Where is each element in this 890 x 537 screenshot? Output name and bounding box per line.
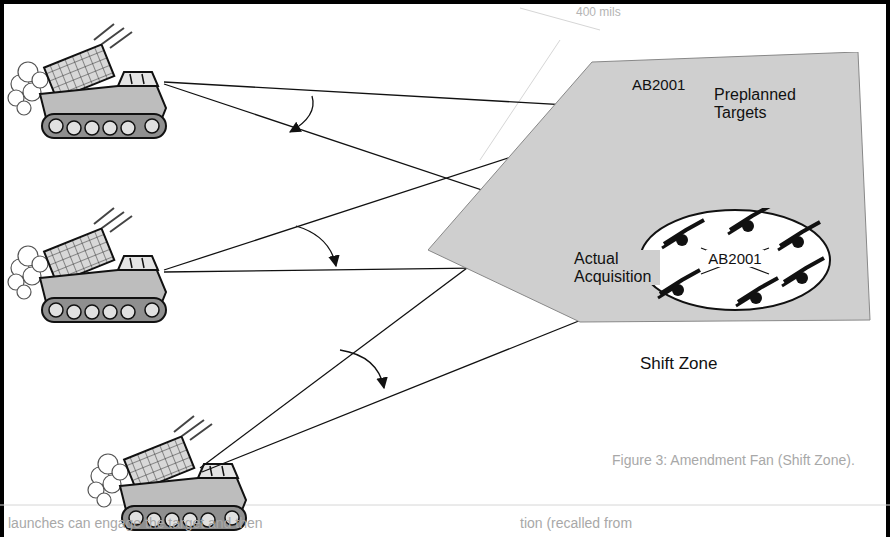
target-cross: [701, 248, 769, 274]
bleed-text: launches can engage the target and then: [8, 516, 263, 531]
bleed-text: 400 mils: [576, 6, 621, 19]
artillery-icon: [782, 258, 824, 286]
artillery-icon: [728, 208, 770, 234]
bleed-lines: [0, 8, 890, 505]
preplanned-target: AB2001: [630, 76, 688, 93]
artillery-icon: [662, 220, 704, 248]
launcher: [8, 208, 166, 322]
launcher: [8, 24, 166, 138]
rotation-arrow: [340, 350, 384, 388]
bleed-text: tion (recalled from: [520, 516, 632, 531]
zone-label: Shift Zone: [640, 354, 718, 374]
acquisition-label: Actual Acquisition: [572, 250, 660, 285]
target-label: Preplanned Targets: [712, 86, 816, 121]
artillery-icon: [778, 222, 820, 250]
artillery-icon: [736, 278, 778, 306]
acquisition-ellipse: AB2001: [638, 208, 832, 312]
artillery-icon: [658, 270, 700, 298]
caption: Figure 3: Amendment Fan (Shift Zone).: [612, 452, 855, 468]
zone-polygon: [428, 52, 870, 322]
launcher: [88, 416, 246, 530]
rotation-arrow: [290, 96, 313, 132]
target-id: AB2001: [630, 76, 688, 93]
target-id: AB2001: [706, 250, 763, 267]
rotation-arrow: [296, 226, 336, 266]
